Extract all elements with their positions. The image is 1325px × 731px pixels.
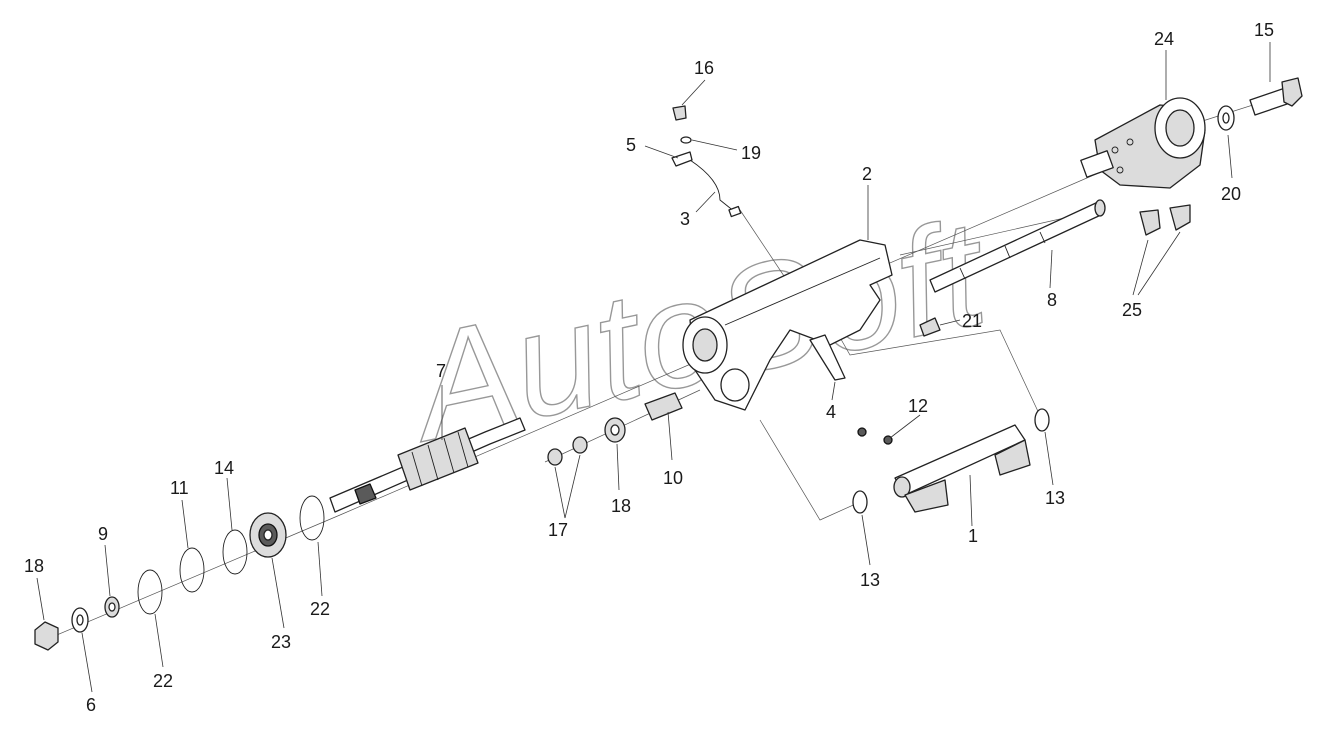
part-20-washer — [1217, 105, 1235, 131]
callout-4: 4 — [826, 402, 836, 422]
callout-5: 5 — [626, 135, 636, 155]
part-19-washer — [680, 136, 692, 144]
part-21-fitting — [919, 317, 941, 337]
callout-3: 3 — [680, 209, 690, 229]
callout-6: 6 — [86, 695, 96, 715]
callout-17: 17 — [548, 520, 568, 540]
callout-19: 19 — [741, 143, 761, 163]
callout-13-bottom: 13 — [860, 570, 880, 590]
callout-18-middle: 18 — [611, 496, 631, 516]
callout-23: 23 — [271, 632, 291, 652]
part-23-bearing — [249, 512, 287, 558]
part-8-shaft — [929, 199, 1106, 293]
part-1-support — [893, 424, 1031, 513]
part-5-bracket — [671, 151, 693, 167]
part-2-housing — [682, 239, 893, 411]
callout-10: 10 — [663, 468, 683, 488]
callout-21: 21 — [962, 311, 982, 331]
callout-7: 7 — [436, 361, 446, 381]
part-15-bolt — [1249, 77, 1303, 116]
part-9-washer — [104, 596, 120, 618]
callout-14: 14 — [214, 458, 234, 478]
part-12-nipples — [857, 427, 893, 445]
part-16-screw — [672, 105, 687, 121]
part-11-ring — [179, 547, 205, 593]
callout-25: 25 — [1122, 300, 1142, 320]
part-14-ring — [222, 529, 248, 575]
callout-18-left: 18 — [24, 556, 44, 576]
callout-15: 15 — [1254, 20, 1274, 40]
part-13-washers — [852, 408, 1050, 514]
part-18-nut — [604, 417, 626, 443]
callout-24: 24 — [1154, 29, 1174, 49]
part-25-fittings — [1139, 204, 1191, 236]
callout-9: 9 — [98, 524, 108, 544]
part-6-washer — [71, 607, 89, 633]
callout-13-right: 13 — [1045, 488, 1065, 508]
part-24-hydraulic-unit — [1080, 97, 1206, 189]
callout-8: 8 — [1047, 290, 1057, 310]
part-3-sensor-wire — [689, 159, 742, 218]
leader-lines — [36, 42, 1271, 693]
part-22-snap-rings — [137, 495, 325, 615]
callout-2: 2 — [862, 164, 872, 184]
callout-12: 12 — [908, 396, 928, 416]
callout-20: 20 — [1221, 184, 1241, 204]
callout-11: 11 — [170, 478, 189, 498]
part-18-end-nut — [34, 621, 59, 651]
part-10-sleeve — [644, 392, 683, 421]
callout-16: 16 — [694, 58, 714, 78]
callout-1: 1 — [968, 526, 978, 546]
callout-22-right: 22 — [310, 599, 330, 619]
callout-22-left: 22 — [153, 671, 173, 691]
part-17-nuts — [547, 436, 588, 466]
part-7-worm-shaft — [329, 417, 526, 513]
callout-labels: 15 24 20 25 2 8 21 16 5 19 3 12 4 13 1 1… — [24, 20, 1274, 715]
